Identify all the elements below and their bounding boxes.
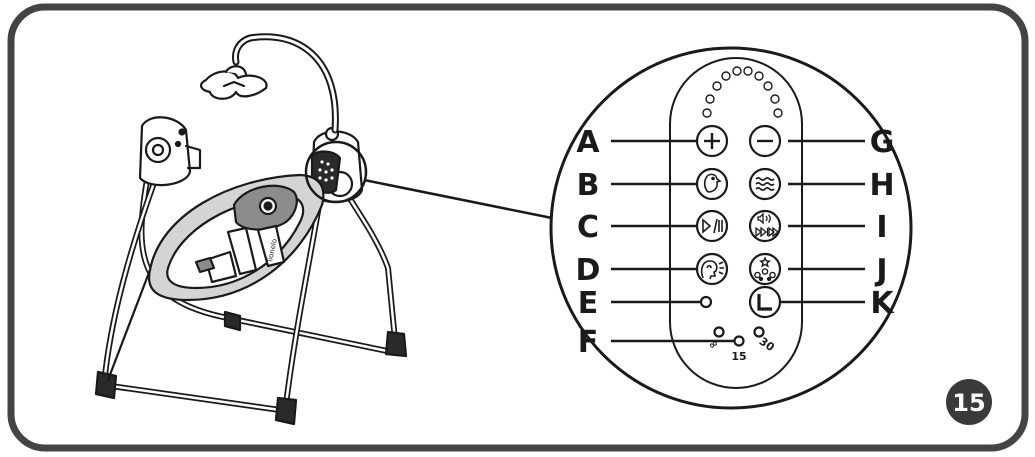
speed-led bbox=[702, 108, 712, 118]
speed-led bbox=[721, 71, 731, 81]
plus-button[interactable] bbox=[695, 124, 729, 158]
plus-icon bbox=[704, 133, 720, 149]
sound-sensor-icon bbox=[700, 260, 724, 280]
label-d: D bbox=[576, 253, 601, 288]
nature-sounds-icon bbox=[754, 256, 776, 282]
timer-led-infinite bbox=[713, 326, 725, 338]
speed-led bbox=[712, 81, 722, 91]
label-i: I bbox=[876, 210, 887, 245]
sound-sensor-button[interactable] bbox=[695, 252, 729, 286]
speed-led bbox=[773, 108, 783, 118]
figure-number-badge bbox=[946, 379, 992, 425]
volume-next-button[interactable] bbox=[748, 209, 782, 243]
vibration-button[interactable] bbox=[748, 167, 782, 201]
play-pause-button[interactable] bbox=[695, 209, 729, 243]
speed-led bbox=[705, 94, 715, 104]
nature-sounds-button[interactable] bbox=[748, 252, 782, 286]
bird-icon bbox=[703, 173, 722, 193]
label-e: E bbox=[578, 286, 599, 321]
timer-led-15 bbox=[733, 335, 745, 347]
label-h: H bbox=[869, 168, 894, 203]
power-icon bbox=[757, 294, 772, 311]
speed-led bbox=[743, 66, 753, 76]
power-button[interactable] bbox=[748, 285, 782, 319]
play-pause-icon bbox=[702, 218, 723, 234]
bird-sounds-button[interactable] bbox=[695, 167, 729, 201]
timer-led-30 bbox=[753, 326, 765, 338]
figure-number: 15 bbox=[952, 389, 985, 417]
speed-led bbox=[770, 94, 780, 104]
indicator-led bbox=[699, 295, 713, 309]
volume-next-track-icon bbox=[755, 212, 780, 238]
minus-button[interactable] bbox=[748, 124, 782, 158]
speed-led-arc bbox=[702, 66, 783, 118]
leader-lines bbox=[611, 139, 865, 343]
label-g: G bbox=[870, 125, 895, 160]
callout-connector-top bbox=[363, 178, 553, 220]
speed-led bbox=[732, 66, 742, 76]
label-a: A bbox=[576, 125, 600, 160]
label-j: J bbox=[874, 253, 887, 288]
speed-led bbox=[754, 71, 764, 81]
label-b: B bbox=[577, 168, 600, 203]
timer-label-15: 15 bbox=[731, 350, 746, 363]
baby-swing-icon: lionelo bbox=[94, 33, 408, 426]
vibration-waves-icon bbox=[755, 177, 775, 191]
label-c: C bbox=[577, 210, 599, 245]
harness bbox=[226, 226, 258, 276]
flower-toy-icon bbox=[200, 70, 268, 100]
speed-led bbox=[763, 81, 773, 91]
label-k: K bbox=[870, 286, 895, 321]
callout-source-circle bbox=[304, 140, 368, 204]
label-f: F bbox=[578, 325, 599, 360]
